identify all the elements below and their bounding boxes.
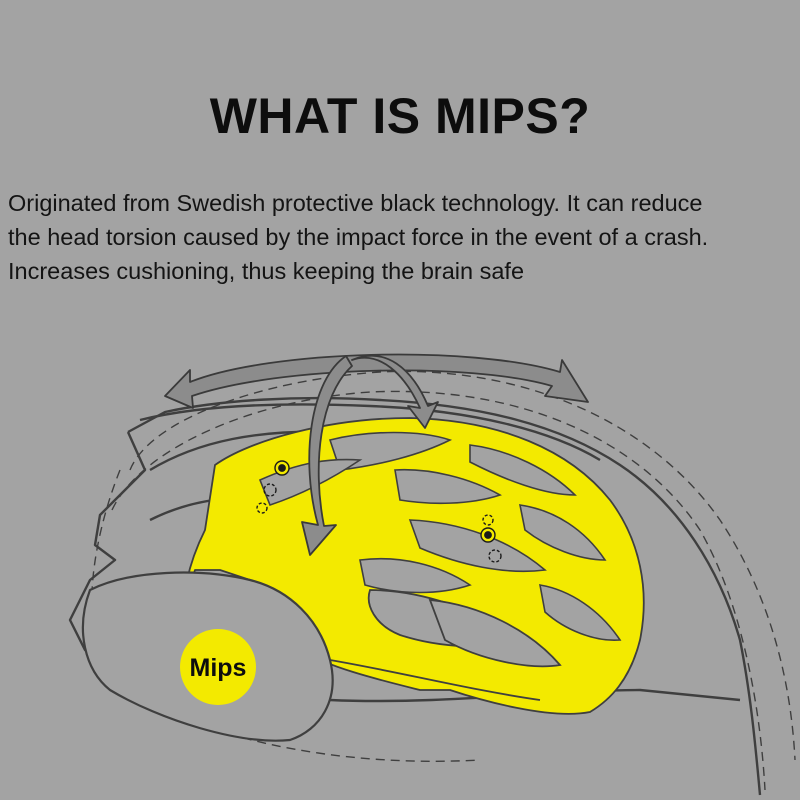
curved-down-arrow-icon: [351, 354, 439, 429]
page-title: WHAT IS MIPS?: [209, 88, 591, 144]
mips-badge: Mips: [180, 629, 256, 705]
description-line: the head torsion caused by the impact fo…: [8, 224, 709, 250]
rotation-arrows: [164, 353, 589, 556]
mips-pivot-markers: [256, 460, 502, 563]
curved-down-arrow-icon: [301, 355, 353, 556]
description: Originated from Swedish protective black…: [8, 186, 800, 288]
double-arrow-icon: [164, 353, 589, 409]
description-line: Increases cushioning, thus keeping the b…: [8, 258, 525, 284]
description-line: Originated from Swedish protective black…: [8, 190, 703, 216]
mips-badge-label: Mips: [190, 654, 247, 682]
helmet-illustration: Mips: [68, 353, 796, 796]
